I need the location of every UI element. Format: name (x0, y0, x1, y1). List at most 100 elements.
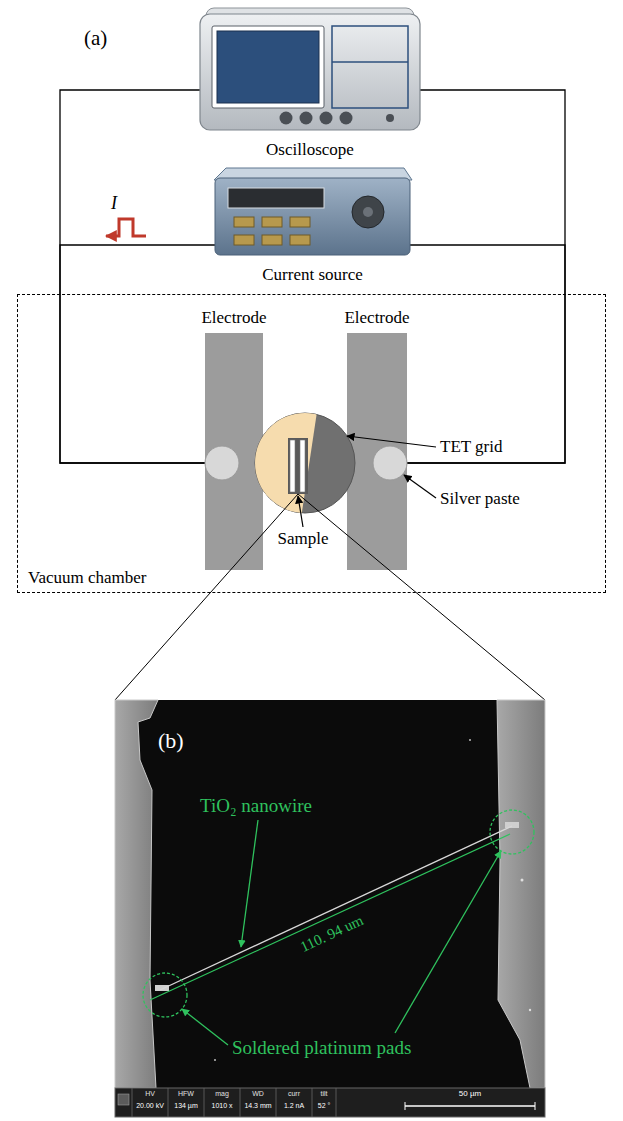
oscilloscope-device: Oscilloscope (200, 8, 420, 160)
oscilloscope-illustration (332, 26, 408, 108)
databar-cell: 1.2 nA (284, 1102, 304, 1110)
current-pulse-symbol (106, 219, 146, 236)
current-pulse-symbol (106, 219, 146, 236)
chamber-illustration (250, 405, 318, 525)
label-slot: 134 µm (174, 1102, 198, 1110)
sem-image (497, 700, 545, 1088)
current-source-illustration (363, 207, 373, 217)
databar-cell: curr (288, 1090, 300, 1098)
sem-image (490, 810, 534, 854)
sem-databar (118, 1094, 129, 1105)
sem-databar (405, 1102, 406, 1110)
callout-label: TiO₂ nanowire (200, 795, 312, 817)
callout-label: TET grid (440, 437, 502, 457)
oscilloscope-illustration (212, 26, 324, 108)
sem-image (529, 1009, 531, 1011)
label-slot: tilt (321, 1090, 328, 1098)
text-slot: Electrode (201, 308, 266, 328)
chamber-illustration (300, 440, 305, 492)
text-slot: Current source (262, 265, 363, 285)
databar-cell: 20.00 kV (136, 1102, 164, 1110)
sem-databar (168, 1088, 169, 1117)
sem-databar (336, 1088, 337, 1117)
sem-image (395, 851, 501, 1033)
databar-cell: tilt (321, 1090, 328, 1098)
sem-databar (240, 1088, 241, 1117)
callout-label: Sample (276, 529, 331, 549)
leader-line (347, 436, 436, 447)
oscilloscope-illustration (200, 8, 420, 130)
label-slot: (b) (158, 728, 184, 753)
wire (407, 90, 565, 463)
label-slot: TET grid (440, 437, 502, 457)
panel-letter: (a) (84, 26, 107, 50)
label-slot: 52 ° (318, 1102, 331, 1110)
databar-cell: 134 µm (174, 1102, 198, 1110)
current-source-illustration (234, 217, 254, 227)
sem-databar (535, 1102, 536, 1110)
leader-line (298, 496, 303, 527)
label-slot: HV (145, 1090, 155, 1098)
oscilloscope-illustration (386, 114, 394, 122)
chamber-illustration (373, 446, 407, 480)
node-label: Oscilloscope (266, 140, 354, 160)
databar-cell: 52 ° (318, 1102, 331, 1110)
current-source-illustration (290, 235, 310, 245)
callout-label: Soldered platinum pads (232, 1037, 411, 1059)
sem-image (150, 834, 510, 1000)
current-source-illustration (262, 235, 282, 245)
chamber-illustration (250, 405, 318, 525)
oscilloscope-illustration (340, 112, 353, 125)
databar-cell: mag (215, 1090, 229, 1098)
wire (60, 245, 215, 463)
sem-image (182, 1009, 228, 1045)
databar-cell: 14.3 mm (244, 1102, 271, 1110)
oscilloscope-illustration (300, 112, 313, 125)
sem-image (155, 985, 169, 991)
databar-cell: HFW (178, 1090, 194, 1098)
scale-bar-label: 50 µm (459, 1089, 481, 1098)
current-source-device: Current source (215, 168, 410, 285)
chamber-illustration (288, 438, 308, 494)
sem-databar (115, 1088, 545, 1117)
label-slot: Sample (276, 529, 331, 549)
sem-image (160, 826, 512, 990)
sem-image (115, 700, 545, 1117)
label-slot: curr (288, 1090, 300, 1098)
sem-databar (132, 1088, 336, 1117)
oscilloscope-illustration (320, 112, 333, 125)
leader-line (298, 436, 436, 527)
label-slot: I (111, 193, 117, 214)
leader-line (404, 475, 436, 498)
sem-image (241, 820, 258, 947)
sem-image (115, 700, 545, 1117)
sem-image (521, 879, 524, 882)
zoom-line (298, 494, 545, 700)
electrode: Electrode (205, 333, 263, 570)
databar-cell: 1010 x (211, 1102, 232, 1110)
chamber-illustration (205, 333, 407, 570)
label-slot: Silver paste (440, 489, 520, 509)
oscilloscope-illustration (217, 31, 319, 103)
chamber-illustration (205, 446, 239, 480)
zoom-line (115, 494, 298, 700)
zoom-line (115, 494, 545, 700)
current-source-illustration (234, 235, 254, 245)
text-slot: Electrode (344, 308, 409, 328)
label-slot: (a) (84, 26, 107, 50)
current-source-illustration (215, 178, 410, 255)
sem-databar (405, 1105, 535, 1107)
sem-image (143, 973, 187, 1017)
node-label: Current source (262, 265, 363, 285)
label-slot: HFW (178, 1090, 194, 1098)
label-slot: TiO₂ nanowire (200, 795, 312, 817)
node-label: Electrode (344, 308, 409, 328)
text-slot: Vacuum chamber (28, 568, 146, 588)
chamber-illustration (347, 333, 407, 570)
label-slot: WD (252, 1090, 264, 1098)
current-source-illustration (352, 196, 384, 228)
sem-databar (276, 1088, 277, 1117)
sem-databar (312, 1088, 313, 1117)
label-slot: Soldered platinum pads (232, 1037, 411, 1059)
label-slot: 1010 x (211, 1102, 232, 1110)
